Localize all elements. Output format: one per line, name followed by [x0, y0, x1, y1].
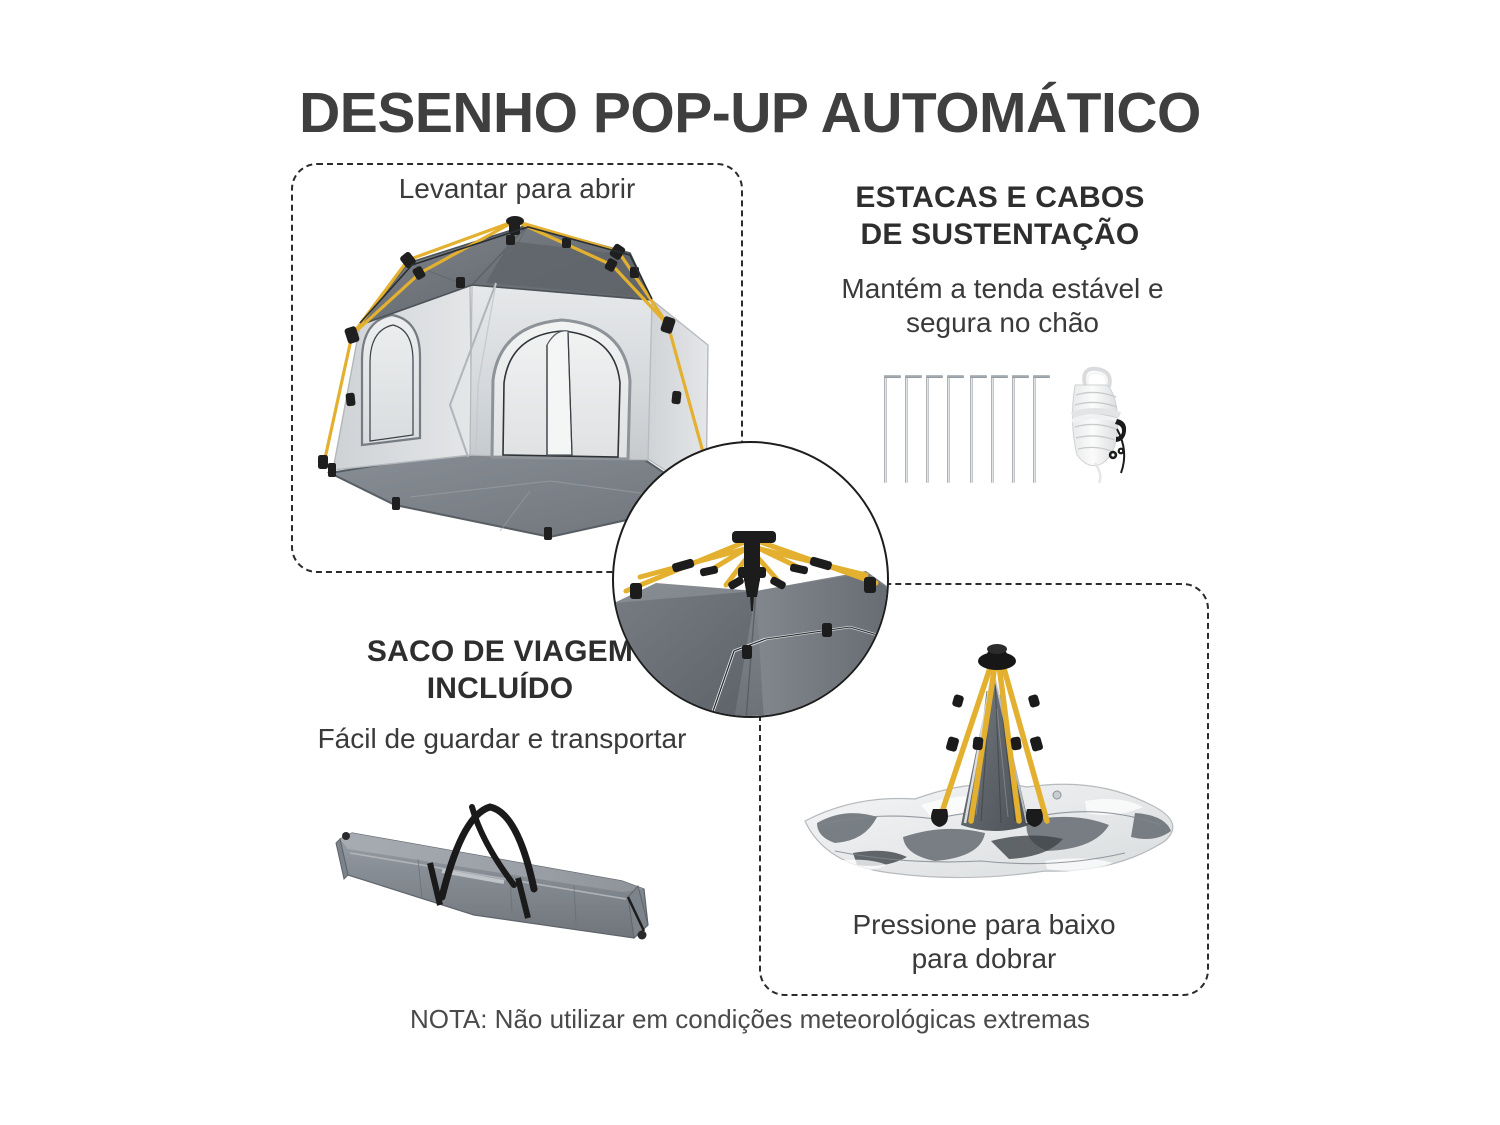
stake-icon	[926, 375, 943, 483]
stake-icon	[991, 375, 1008, 483]
stake-icon	[905, 375, 922, 483]
caption-stakes-title: ESTACAS E CABOS DE SUSTENTAÇÃO	[790, 180, 1210, 253]
page-title: DESENHO POP-UP AUTOMÁTICO	[299, 81, 1201, 145]
stake-icon	[947, 375, 964, 483]
caption-fold: Pressione para baixo para dobrar	[760, 908, 1208, 976]
tent-stakes-group	[880, 365, 1050, 483]
fold-line-1: Pressione para baixo	[852, 909, 1116, 940]
panel-open-tent	[291, 163, 743, 573]
stake-icon	[1012, 375, 1029, 483]
caption-bag-subtitle: Fácil de guardar e transportar	[317, 723, 687, 754]
stakes-sub-line-2: segura no chão	[905, 307, 1100, 339]
stakes-sub-line-1: Mantém a tenda estável e	[841, 273, 1164, 304]
hub-mechanism-closeup	[612, 441, 889, 718]
stakes-title-line-2: DE SUSTENTAÇÃO	[860, 217, 1140, 251]
open-pop-up-tent-image	[300, 205, 730, 565]
stake-icon	[1033, 375, 1050, 483]
caption-bag-title: SACO DE VIAGEM INCLUÍDO	[300, 634, 700, 707]
caption-stakes-subtitle: Mantém a tenda estável e segura no chão	[780, 272, 1225, 340]
stake-icon	[884, 375, 901, 483]
bag-title-line-1: SACO DE VIAGEM	[366, 635, 634, 668]
tent-carry-bag-image	[322, 793, 668, 955]
caption-open: Levantar para abrir	[398, 173, 636, 204]
stakes-title-line-1: ESTACAS E CABOS	[855, 181, 1145, 214]
panel-fold-tent	[759, 583, 1209, 996]
fold-line-2: para dobrar	[911, 943, 1057, 975]
stake-icon	[970, 375, 987, 483]
guy-rope-bundle	[1055, 363, 1145, 485]
collapsing-tent-image	[795, 625, 1195, 905]
footer-note: NOTA: Não utilizar em condições meteorol…	[409, 1004, 1091, 1034]
bag-title-line-2: INCLUÍDO	[426, 671, 574, 705]
